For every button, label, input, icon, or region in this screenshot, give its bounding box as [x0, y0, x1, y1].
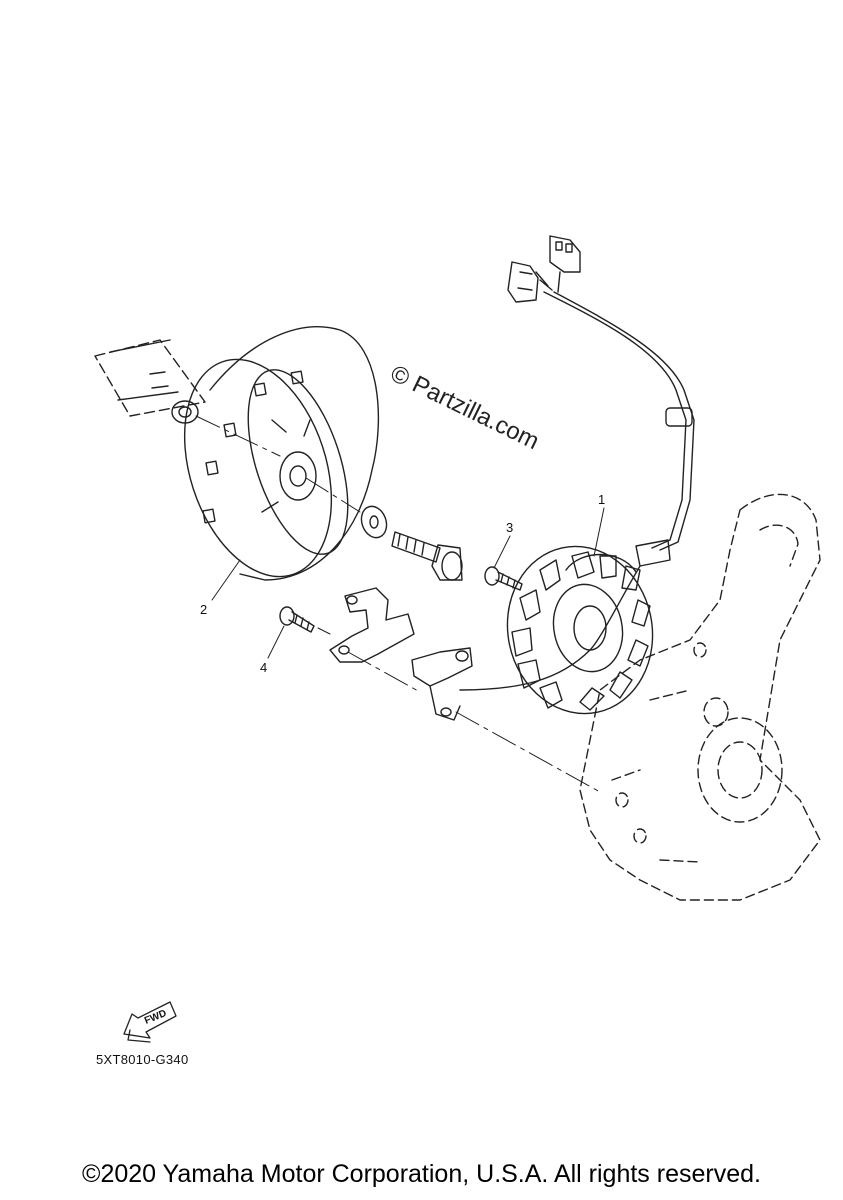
- callout-1: 1: [598, 492, 606, 507]
- stator-wire-harness: [459, 235, 695, 691]
- callout-3: 3: [506, 520, 514, 535]
- screw-part-4: [279, 606, 315, 633]
- fwd-arrow-label: FWD: [143, 1008, 168, 1027]
- pickup-coil-bracket: [329, 587, 415, 663]
- stator-coil: [506, 545, 654, 715]
- screw-part-3: [484, 566, 523, 591]
- pickup-coil: [411, 647, 473, 721]
- washer-and-flywheel-bolt: [360, 505, 463, 581]
- fwd-arrow-icon: FWD: [123, 1001, 177, 1043]
- callout-leader-lines: [211, 507, 605, 659]
- callout-4: 4: [260, 660, 268, 675]
- callout-2: 2: [200, 602, 208, 617]
- alignment-lines: [195, 415, 601, 793]
- flywheel-rotor: [183, 326, 380, 581]
- diagram-code: 5XT8010-G340: [96, 1052, 189, 1067]
- crankshaft-end: [94, 339, 206, 424]
- crankcase-outline: [579, 493, 821, 901]
- copyright-notice: ©2020 Yamaha Motor Corporation, U.S.A. A…: [82, 1160, 761, 1188]
